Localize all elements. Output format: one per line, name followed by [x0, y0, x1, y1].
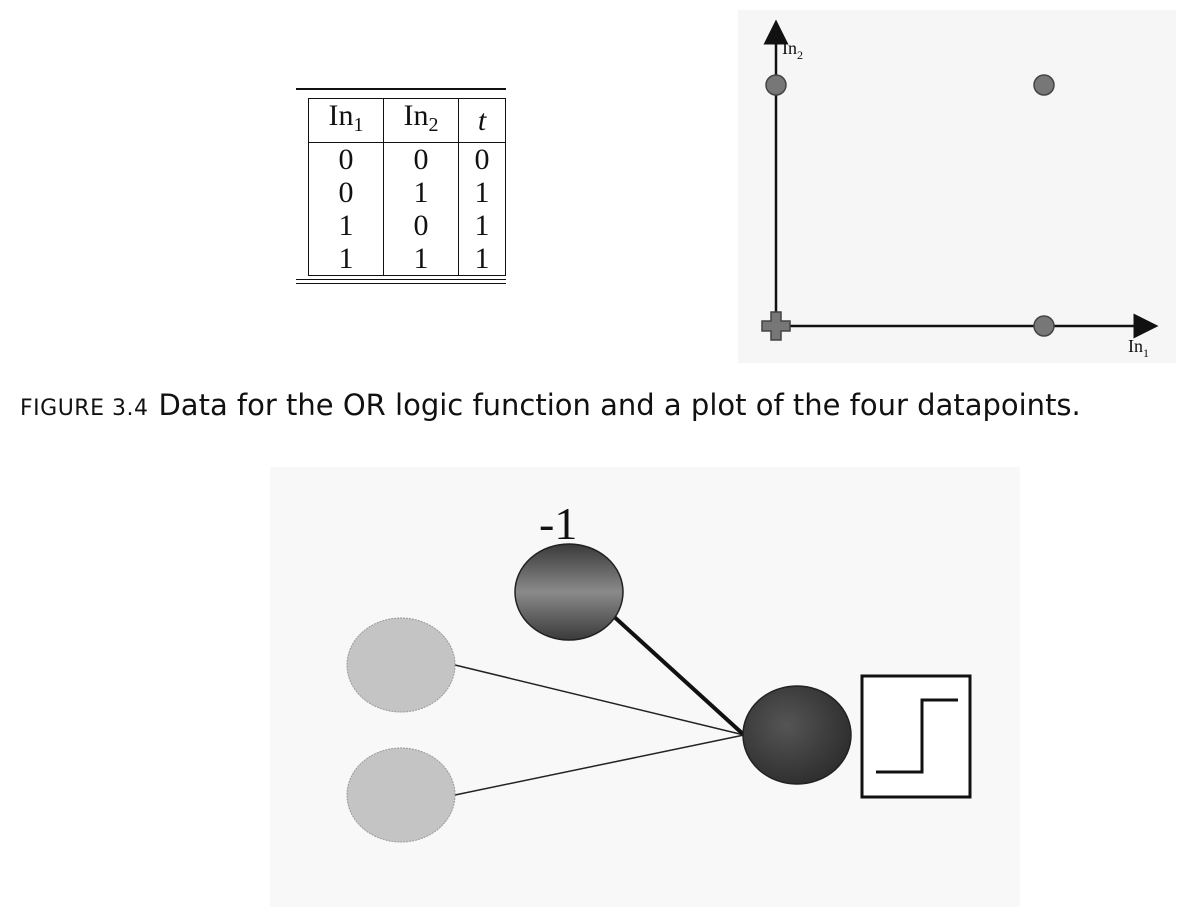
table-cell: 0: [383, 142, 459, 176]
output-neuron: [742, 685, 852, 785]
input-node-2: [346, 747, 456, 843]
table-bottom-rule: [296, 279, 506, 284]
or-scatter-plot: In2 In1: [738, 10, 1176, 363]
step-function-icon: [876, 698, 958, 774]
data-point-circle-1: [765, 74, 787, 96]
weight-edge-input1: [454, 664, 745, 736]
x-axis-label: In1: [1128, 336, 1149, 360]
truth-table: In1 In2 t 0 0 0 0 1 1 1 0 1 1 1 1: [308, 98, 506, 276]
data-point-cross-0: [761, 311, 791, 341]
plot-canvas: In2 In1: [761, 19, 1159, 360]
table-row: 0 0 0: [308, 142, 506, 176]
table-cell: 1: [383, 176, 459, 209]
caption-text: Data for the OR logic function and a plo…: [158, 388, 1081, 422]
table-cell: 0: [308, 176, 384, 209]
bias-node: [514, 543, 624, 641]
table-top-rule: [296, 88, 506, 90]
table-cell: 1: [458, 176, 506, 209]
table-cell: 0: [458, 142, 506, 176]
table-cell: 1: [383, 242, 459, 276]
data-point-circle-2: [1033, 315, 1055, 337]
table-cell: 0: [308, 142, 384, 176]
step-activation-box: [860, 674, 972, 799]
y-axis-label: In2: [782, 38, 803, 62]
figure-caption: FIGURE 3.4 Data for the OR logic function…: [20, 388, 1170, 422]
table-row: 1 0 1: [308, 209, 506, 242]
table-cell: 1: [458, 242, 506, 276]
input-node-1: [346, 617, 456, 713]
table-header-row: In1 In2 t: [308, 98, 506, 143]
header-target: t: [458, 98, 506, 143]
table-cell: 0: [383, 209, 459, 242]
weight-edge-bias: [608, 611, 746, 737]
table-cell: 1: [308, 209, 384, 242]
bias-label: -1: [539, 498, 577, 549]
table-row: 0 1 1: [308, 176, 506, 209]
header-in2: In2: [383, 98, 459, 143]
weight-edge-input2: [454, 734, 745, 796]
table-row: 1 1 1: [308, 242, 506, 276]
table-cell: 1: [308, 242, 384, 276]
table-cell: 1: [458, 209, 506, 242]
caption-label: FIGURE 3.4: [20, 396, 149, 421]
data-point-circle-3: [1033, 74, 1055, 96]
perceptron-diagram: -1: [270, 467, 1020, 907]
network-canvas: -1: [346, 498, 972, 843]
header-in1: In1: [308, 98, 384, 143]
